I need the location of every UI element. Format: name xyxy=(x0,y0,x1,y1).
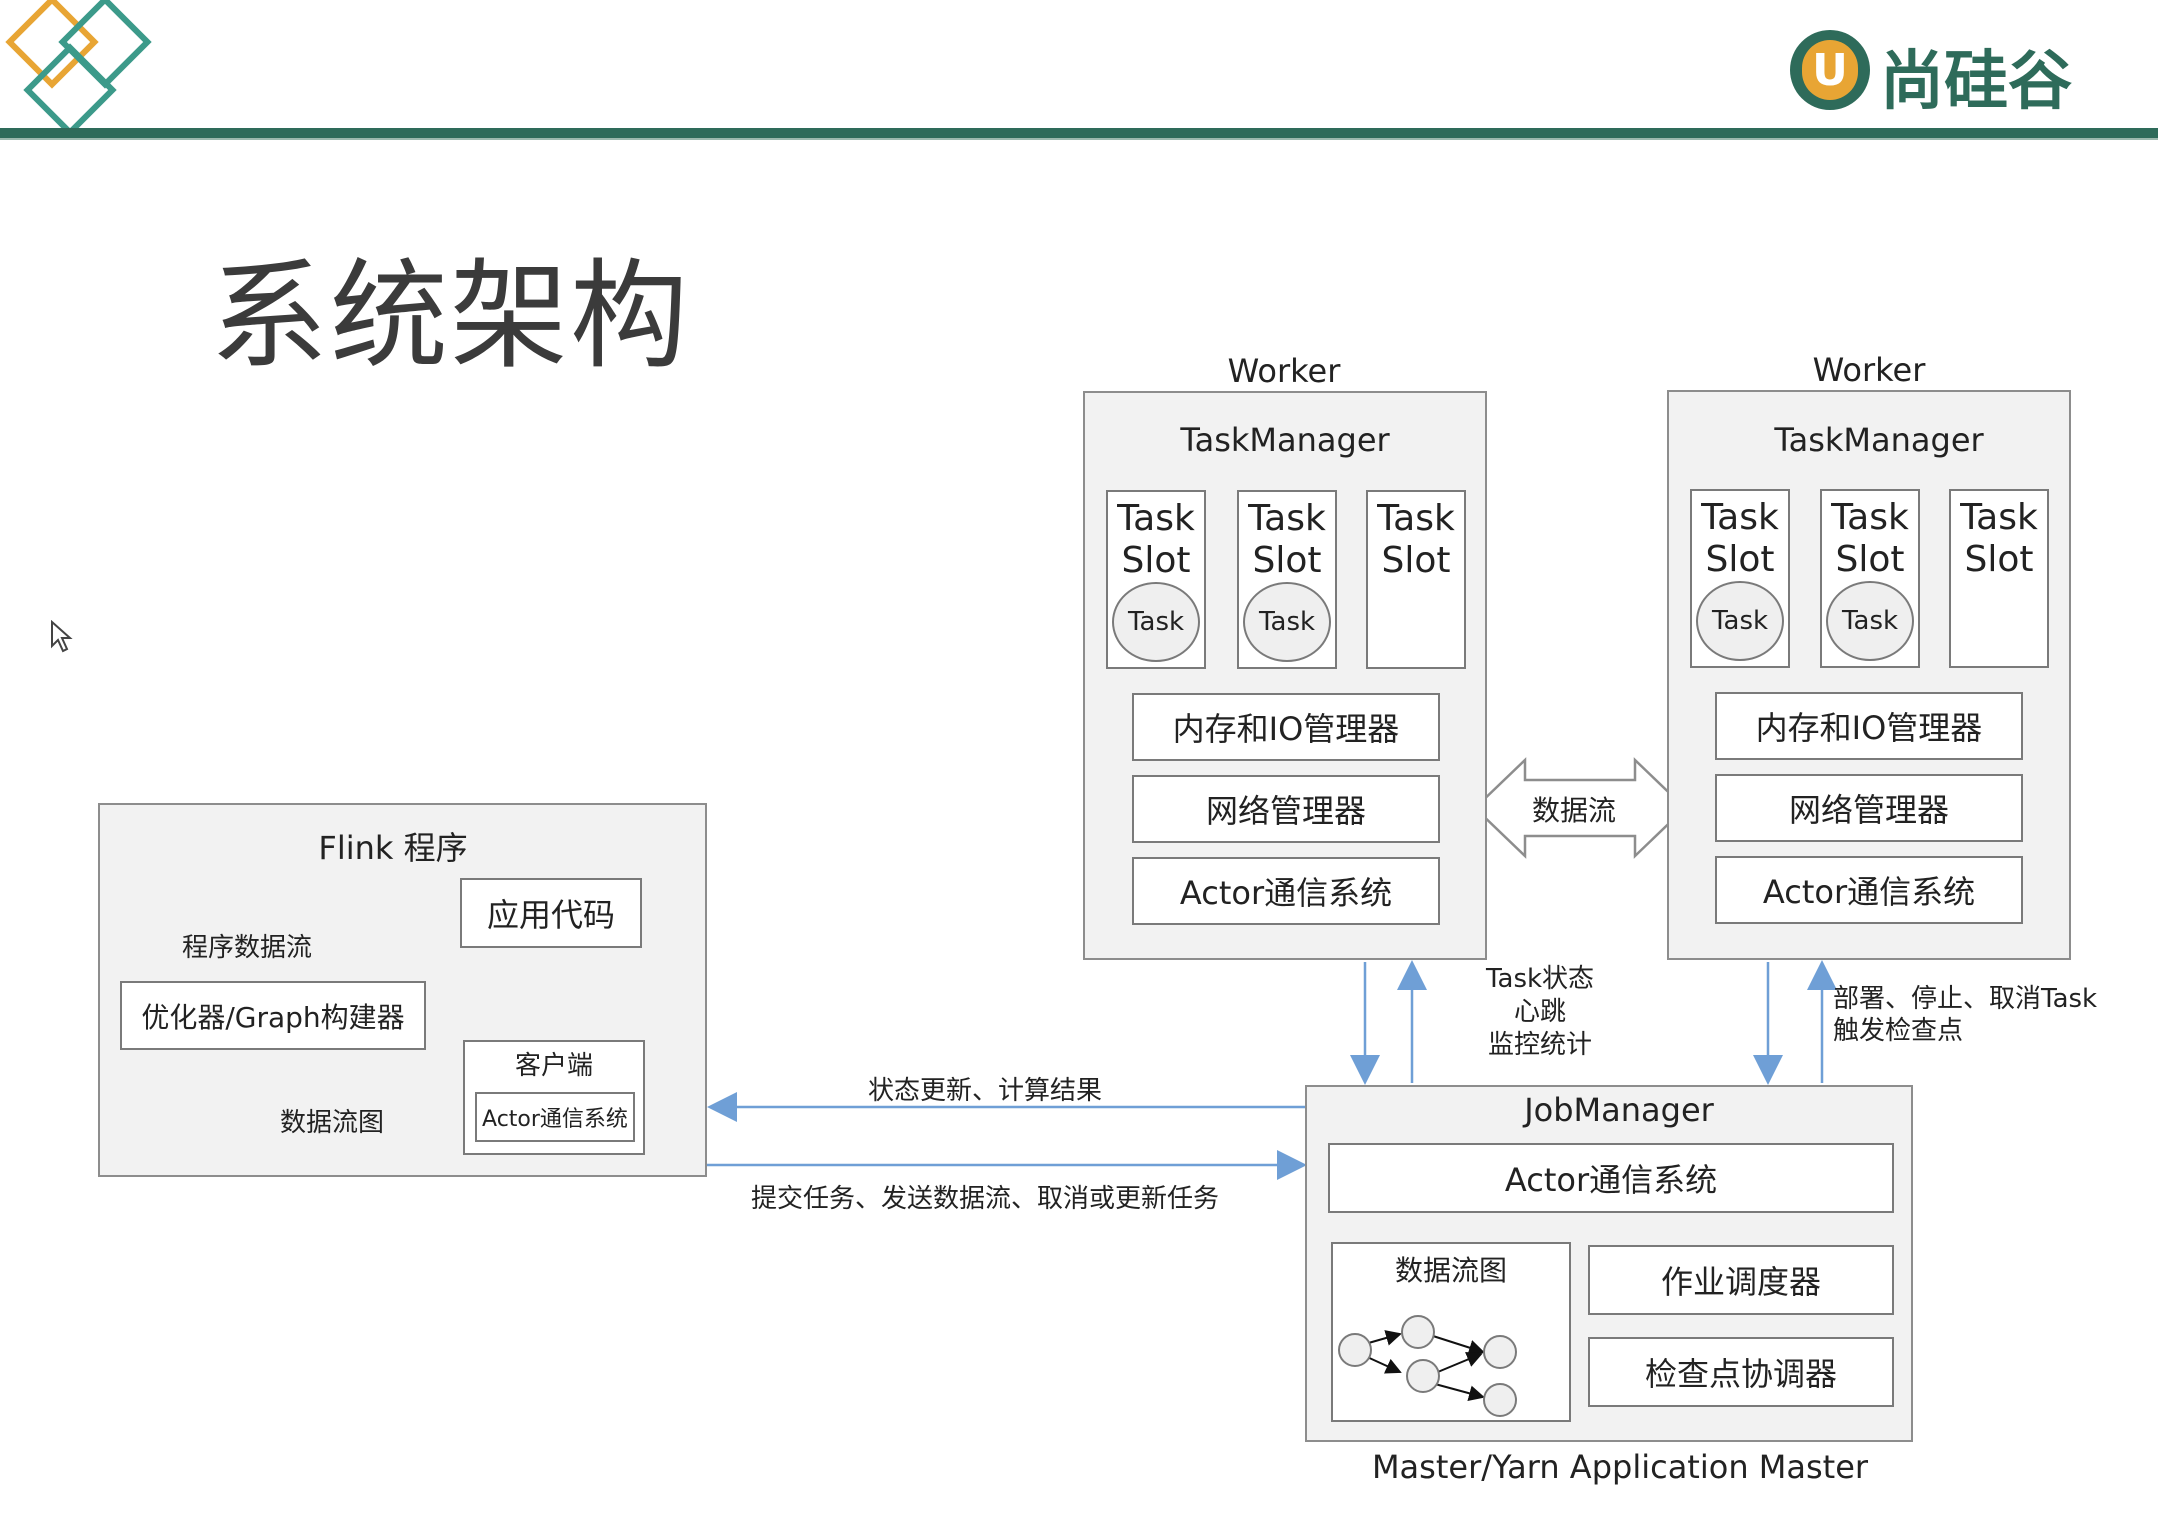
task-oval: Task xyxy=(1696,581,1784,661)
network-manager: 网络管理器 xyxy=(1132,775,1440,843)
mouse-cursor-icon xyxy=(51,620,73,653)
memory-io-manager: 内存和IO管理器 xyxy=(1715,692,2023,760)
decorative-diamonds-icon xyxy=(5,0,152,135)
jobmanager-title: JobManager xyxy=(1524,1091,1714,1129)
jobmanager-dataflow-graph: 数据流图 xyxy=(1331,1242,1571,1422)
jobmanager-box: JobManager Actor通信系统 数据流图 作业调度器 检查点协调器 xyxy=(1305,1085,1913,1442)
checkpoint-coordinator-box: 检查点协调器 xyxy=(1588,1337,1894,1407)
client-actor-system: Actor通信系统 xyxy=(475,1092,635,1142)
client-label: 客户端 xyxy=(514,1051,594,1081)
worker-label: Worker xyxy=(1227,352,1341,390)
task-oval: Task xyxy=(1112,582,1200,662)
network-manager: 网络管理器 xyxy=(1715,774,2023,842)
memory-io-manager: 内存和IO管理器 xyxy=(1132,693,1440,761)
deploy-label: 部署、停止、取消Task 触发检查点 xyxy=(1833,984,2098,1046)
jobmanager-actor-system: Actor通信系统 xyxy=(1328,1143,1894,1213)
status-update-label: 状态更新、计算结果 xyxy=(868,1076,1103,1106)
client-box: 客户端 Actor通信系统 xyxy=(463,1040,645,1155)
dataflow-graph-label: 数据流图 xyxy=(280,1108,385,1138)
brand-logo-icon: U xyxy=(1790,30,1870,110)
data-flow-label: 数据流 xyxy=(1531,794,1617,827)
task-oval: Task xyxy=(1826,581,1914,661)
header-rule xyxy=(0,128,2158,138)
actor-system: Actor通信系统 xyxy=(1715,856,2023,924)
taskmanager-label: TaskManager xyxy=(1774,421,1984,459)
job-scheduler-box: 作业调度器 xyxy=(1588,1245,1894,1315)
header-rule-thin xyxy=(0,138,2158,140)
worker-label: Worker xyxy=(1812,351,1926,389)
app-code-box: 应用代码 xyxy=(460,878,642,948)
task-status-label: Task状态 心跳 监控统计 xyxy=(1485,964,1595,1060)
master-footer-label: Master/Yarn Application Master xyxy=(1371,1448,1869,1486)
brand-logo-letter: U xyxy=(1802,40,1858,100)
flink-program-title: Flink 程序 xyxy=(318,829,468,867)
taskmanager-label: TaskManager xyxy=(1180,421,1390,459)
optimizer-box: 优化器/Graph构建器 xyxy=(120,981,426,1050)
flink-program-box: Flink 程序 应用代码 程序数据流 优化器/Graph构建器 数据流图 客户… xyxy=(98,803,707,1177)
program-dataflow-label: 程序数据流 xyxy=(182,933,313,963)
brand-name: 尚硅谷 xyxy=(1880,45,2072,119)
page-title: 系统架构 xyxy=(210,247,691,385)
actor-system: Actor通信系统 xyxy=(1132,857,1440,925)
submit-label: 提交任务、发送数据流、取消或更新任务 xyxy=(751,1184,1220,1214)
task-oval: Task xyxy=(1243,582,1331,662)
dataflow-graph-title: 数据流图 xyxy=(1394,1254,1508,1287)
dataflow-graph-icon xyxy=(1338,1315,1517,1417)
